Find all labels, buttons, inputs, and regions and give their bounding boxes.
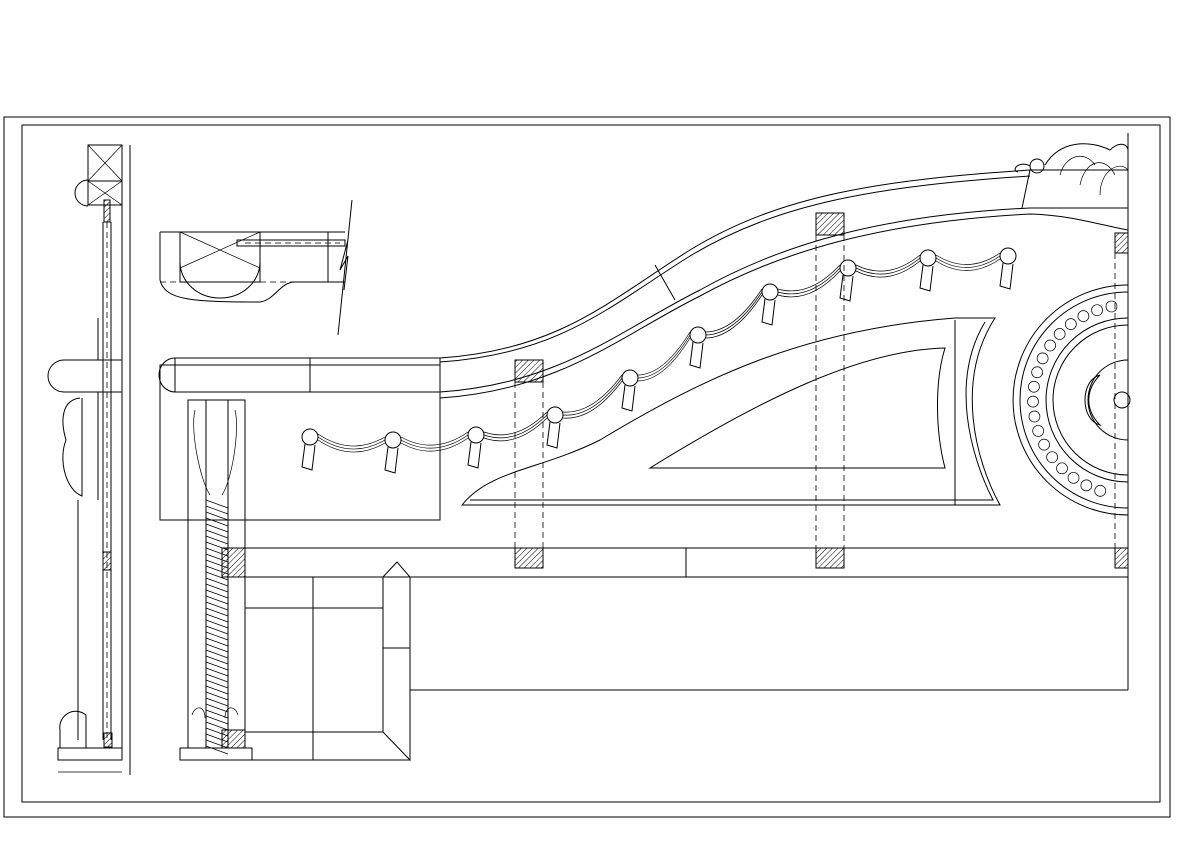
swag-drape <box>317 439 386 453</box>
swag-rosette <box>384 431 402 449</box>
swag-drape <box>935 258 1001 271</box>
swag-ribbon <box>999 262 1014 290</box>
swag-rosette <box>301 428 319 446</box>
swag-drape <box>935 252 1001 265</box>
swag-drape <box>562 380 623 419</box>
swag-drape <box>935 255 1001 268</box>
swag-drape <box>855 257 921 275</box>
medallion-bead <box>1077 310 1090 322</box>
medallion-bead <box>1094 484 1107 497</box>
swag-rosette <box>919 249 937 267</box>
swag-ribbon <box>839 274 854 302</box>
swag-drape <box>637 331 691 376</box>
swag-ribbon <box>919 264 934 292</box>
medallion-bead <box>1044 339 1057 352</box>
swag-drape <box>855 260 921 278</box>
medallion-bead <box>1056 462 1068 475</box>
swag-drape <box>777 267 841 295</box>
medallion-bead <box>1105 300 1118 313</box>
swag-drape <box>483 417 548 442</box>
side-section-view <box>47 144 131 775</box>
swag-drape <box>777 264 841 292</box>
medallion-bead <box>1053 328 1066 340</box>
medallion-bead <box>1046 451 1058 464</box>
swag-ribbon <box>301 443 316 471</box>
medallion-bead <box>1036 352 1049 365</box>
swag-ribbon <box>621 384 636 412</box>
swag-ribbon <box>467 441 482 469</box>
medallion-bead <box>1080 479 1093 492</box>
crest-carving <box>1014 143 1129 205</box>
swag-drape <box>637 337 691 382</box>
top-section-detail <box>159 199 353 336</box>
medallion-bead <box>1027 395 1039 408</box>
swag-rosette <box>546 406 564 424</box>
swag-ribbon <box>384 446 399 474</box>
swag-ribbon <box>689 341 704 369</box>
garland-swags <box>301 247 1017 474</box>
medallion-bead <box>1028 410 1041 423</box>
swag-drape <box>705 288 763 333</box>
swag-drape <box>400 434 469 449</box>
swag-drape <box>705 291 763 336</box>
swag-drape <box>400 431 469 446</box>
medallion-bead <box>1031 366 1044 379</box>
swag-rosette <box>467 426 485 444</box>
swag-ribbon <box>546 421 561 449</box>
medallion-bead <box>1032 425 1045 437</box>
swag-ribbon <box>761 298 776 326</box>
medallion-bead <box>1064 318 1077 330</box>
beam-and-posts <box>221 133 1129 690</box>
medallion-bead <box>1028 380 1040 393</box>
headboard-top-rail <box>158 169 1129 521</box>
swag-drape <box>483 414 548 439</box>
footboard-panel <box>245 561 1128 762</box>
medallion <box>1012 284 1131 516</box>
sheet-border <box>3 116 1171 818</box>
swag-drape <box>637 334 691 379</box>
swag-drape <box>317 433 386 447</box>
swag-drape <box>562 377 623 416</box>
corner-post <box>179 399 253 761</box>
swag-rosette <box>761 283 779 301</box>
swag-drape <box>855 254 921 272</box>
swag-drape <box>317 436 386 450</box>
medallion-bead <box>1038 438 1050 451</box>
inner-panel <box>460 317 1001 506</box>
medallion-bead <box>1067 471 1080 484</box>
swag-drape <box>483 411 548 436</box>
swag-rosette <box>999 247 1017 265</box>
swag-drape <box>400 437 469 452</box>
swag-rosette <box>689 326 707 344</box>
medallion-bead <box>1091 304 1103 317</box>
swag-drape <box>562 374 623 413</box>
swag-rosette <box>839 259 857 277</box>
swag-drape <box>705 294 763 339</box>
swag-rosette <box>621 369 639 387</box>
swag-drape <box>777 270 841 298</box>
